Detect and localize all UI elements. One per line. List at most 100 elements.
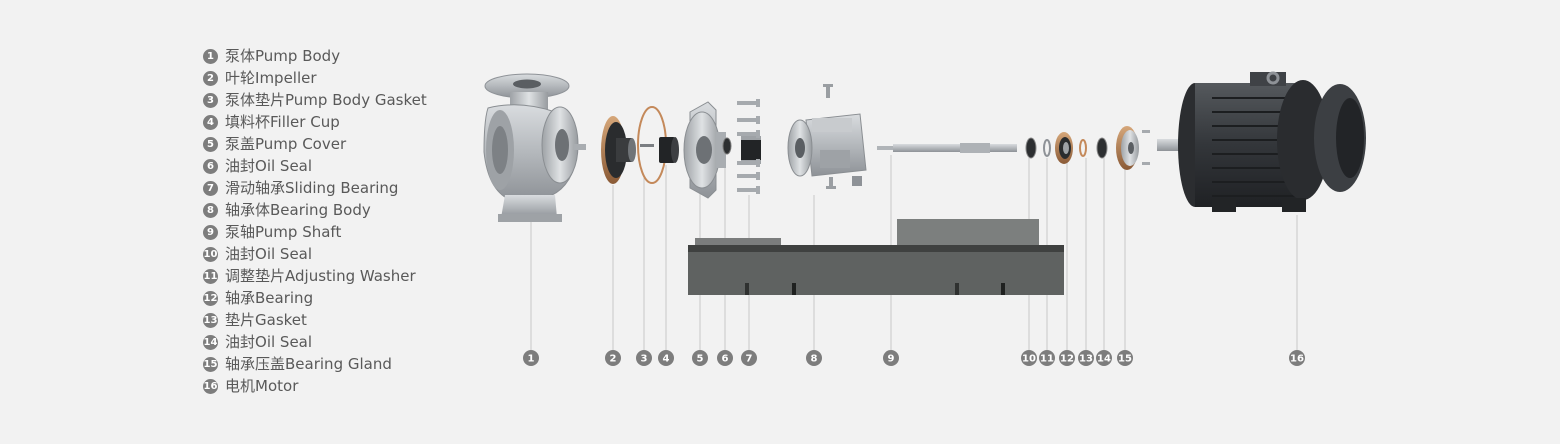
legend-item: 9 泵轴 Pump Shaft (203, 221, 427, 243)
callout-badges: 1 2 3 4 5 6 7 8 9 10 11 12 13 14 15 16 (523, 350, 1305, 366)
legend-number-badge: 2 (203, 70, 218, 86)
legend-label-cn: 泵轴 (225, 223, 256, 241)
legend-label-en: Impeller (255, 69, 317, 87)
pump-cover-part (683, 101, 726, 199)
callout-label-15: 15 (1118, 354, 1132, 365)
callout-label-6: 6 (722, 354, 729, 365)
legend-number-badge: 5 (203, 136, 218, 152)
legend-item: 5 泵盖 Pump Cover (203, 133, 427, 155)
callout-7: 7 (741, 350, 757, 366)
legend-label-en: Pump Body Gasket (285, 91, 427, 109)
legend-label-cn: 轴承 (225, 289, 256, 307)
legend-label-en: Oil Seal (255, 245, 313, 263)
callout-label-5: 5 (697, 354, 704, 365)
callout-5: 5 (692, 350, 708, 366)
bolts-group (737, 99, 760, 194)
legend-label-cn: 滑动轴承 (225, 179, 286, 197)
legend-label-cn: 泵体 (225, 47, 256, 65)
callout-8: 8 (806, 350, 822, 366)
adjusting-washer-part (1043, 139, 1051, 157)
legend-label-cn: 油封 (225, 333, 256, 351)
callout-label-4: 4 (663, 354, 670, 365)
legend-label-en: Gasket (255, 311, 307, 329)
legend-label-cn: 叶轮 (225, 69, 256, 87)
legend-number-badge: 11 (203, 268, 218, 284)
legend-label-cn: 电机 (225, 377, 256, 395)
legend-label-en: Adjusting Washer (285, 267, 416, 285)
callout-label-10: 10 (1022, 354, 1036, 365)
callout-1: 1 (523, 350, 539, 366)
filler-cup-part (659, 137, 679, 163)
motor-part (1157, 71, 1366, 212)
legend-number-badge: 4 (203, 114, 218, 130)
callout-label-16: 16 (1290, 354, 1304, 365)
legend-number-badge: 7 (203, 180, 218, 196)
legend-label-cn: 油封 (225, 157, 256, 175)
legend-number-badge: 13 (203, 312, 218, 328)
callout-label-11: 11 (1040, 354, 1054, 365)
bearing-body-part (787, 84, 867, 189)
callout-label-13: 13 (1079, 354, 1093, 365)
legend-label-en: Bearing Body (270, 201, 371, 219)
legend-label-cn: 泵盖 (225, 135, 256, 153)
callout-11: 11 (1039, 350, 1055, 366)
callout-13: 13 (1078, 350, 1094, 366)
legend-number-badge: 12 (203, 290, 218, 306)
legend-label-cn: 轴承压盖 (225, 355, 286, 373)
legend-label-en: Pump Cover (255, 135, 347, 153)
legend-label-en: Pump Body (255, 47, 341, 65)
legend-number-badge: 9 (203, 224, 218, 240)
gasket-part (1079, 139, 1087, 157)
legend-label-cn: 调整垫片 (225, 267, 286, 285)
callout-label-14: 14 (1097, 354, 1111, 365)
callout-label-12: 12 (1060, 354, 1074, 365)
callout-6: 6 (717, 350, 733, 366)
callout-label-2: 2 (610, 354, 617, 365)
legend-label-cn: 填料杯 (225, 113, 271, 131)
legend-label-en: Oil Seal (255, 157, 313, 175)
bearing-gland-part (1116, 126, 1150, 170)
legend-label-en: Bearing (255, 289, 314, 307)
callout-16: 16 (1289, 350, 1305, 366)
legend-item: 3 泵体垫片 Pump Body Gasket (203, 89, 427, 111)
legend-item: 4 填料杯 Filler Cup (203, 111, 427, 133)
legend-item: 2 叶轮 Impeller (203, 67, 427, 89)
callout-9: 9 (883, 350, 899, 366)
legend-label-en: Bearing Gland (285, 355, 392, 373)
impeller-part (601, 116, 636, 184)
legend-label-en: Oil Seal (255, 333, 313, 351)
callout-3: 3 (636, 350, 652, 366)
legend-number-badge: 16 (203, 378, 218, 394)
oil-seal-part-14 (1096, 137, 1108, 159)
legend-label-cn: 泵体垫片 (225, 91, 286, 109)
base-plate (688, 219, 1064, 295)
legend-label-cn: 油封 (225, 245, 256, 263)
legend-label-cn: 轴承体 (225, 201, 271, 219)
oil-seal-part-6 (722, 137, 732, 155)
oil-seal-part-10 (1025, 137, 1037, 159)
callout-2: 2 (605, 350, 621, 366)
legend-label-en: Pump Shaft (255, 223, 342, 241)
callout-4: 4 (658, 350, 674, 366)
legend-label-en: Motor (255, 377, 299, 395)
legend-label-en: Filler Cup (270, 113, 340, 131)
legend-item: 15 轴承压盖 Bearing Gland (203, 353, 427, 375)
legend-number-badge: 15 (203, 356, 218, 372)
callout-15: 15 (1117, 350, 1133, 366)
callout-label-9: 9 (888, 354, 895, 365)
pump-shaft-part (877, 143, 1017, 153)
legend-item: 11 调整垫片 Adjusting Washer (203, 265, 427, 287)
callout-label-1: 1 (528, 354, 535, 365)
legend-number-badge: 3 (203, 92, 218, 108)
legend-item: 12 轴承 Bearing (203, 287, 427, 309)
pump-body-part (483, 73, 586, 222)
callout-10: 10 (1021, 350, 1037, 366)
